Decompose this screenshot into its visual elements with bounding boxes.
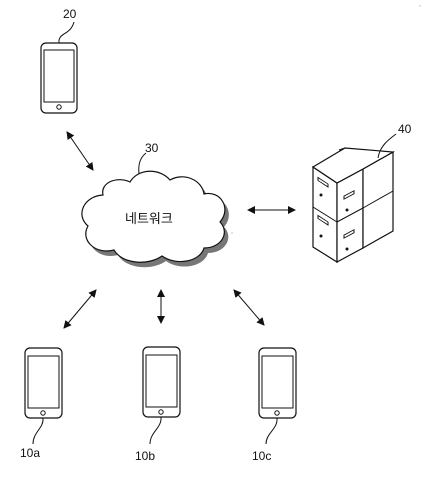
label-10a: 10a [20,446,40,460]
leader-line-10b [149,416,162,445]
label-30: 30 [145,141,159,155]
label-20: 20 [63,7,77,21]
server [311,133,397,264]
label-10b: 10b [135,449,155,463]
arrow-network-10a [63,289,97,329]
leader-line-20 [58,21,75,44]
label-40: 40 [398,122,412,136]
network-cloud [81,152,229,268]
device-10b [142,346,181,445]
arrow-phone-network [66,131,94,171]
device-10c [258,347,297,445]
leader-line-30 [138,152,147,175]
label-10c: 10c [252,449,271,463]
leader-line-10c [265,417,278,445]
leader-line-10a [32,417,44,445]
network-label: 네트워크 [125,212,173,227]
device-10a [24,347,63,445]
leader-line-40 [377,133,397,159]
arrow-network-10c [233,289,265,326]
phone-top [40,21,78,114]
